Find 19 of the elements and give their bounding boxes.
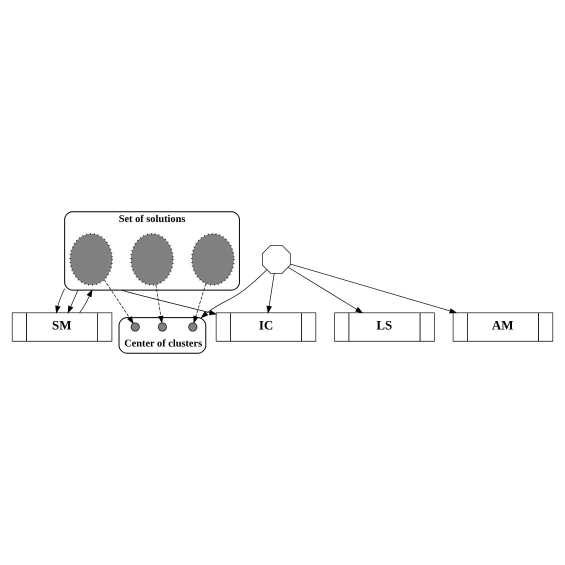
arrow [266, 273, 275, 314]
node-cross [262, 245, 291, 274]
arrow [193, 283, 206, 324]
arrow [79, 289, 92, 313]
arrow [68, 290, 78, 314]
arrow [288, 267, 364, 314]
node-circle [158, 322, 167, 332]
node-circle [130, 322, 140, 332]
arrow [121, 290, 218, 316]
node-ellipse [130, 232, 174, 286]
node-ellipse [69, 232, 114, 286]
arrow [104, 279, 134, 324]
arrow [156, 284, 164, 324]
node-circle [188, 322, 198, 332]
cluster: Set of solutions [64, 211, 240, 291]
arrow [290, 264, 458, 314]
node-ellipse [191, 232, 235, 286]
arrow [55, 288, 65, 314]
arrow [200, 269, 268, 318]
